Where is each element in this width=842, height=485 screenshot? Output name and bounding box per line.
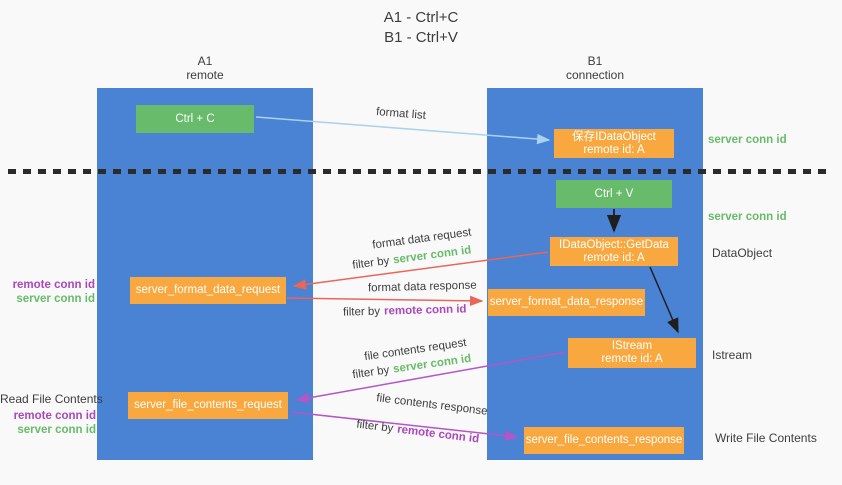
diagram-title: A1 - Ctrl+C B1 - Ctrl+V (321, 8, 521, 48)
save-dataobject-line2: remote id: A (583, 143, 645, 156)
server-format-data-request-box: server_format_data_request (130, 277, 286, 304)
right-server-conn-id-1: server conn id (708, 134, 787, 146)
left-column-name: A1 (197, 54, 213, 68)
title-line-2: B1 - Ctrl+V (384, 29, 458, 46)
right-column-role: connection (565, 68, 625, 82)
arrow-format-data-response (286, 295, 484, 307)
right-write-file-contents-label: Write File Contents (715, 431, 817, 445)
istream-line1: IStream (611, 340, 653, 352)
server-format-data-request-label: server_format_data_request (135, 284, 281, 296)
right-istream-label: Istream (712, 348, 753, 362)
left-read-file-contents-label: Read File Contents (0, 392, 103, 406)
right-column-name: B1 (587, 54, 603, 68)
getdata-box: IDataObject::GetData remote id: A (550, 237, 678, 266)
left-conn-id-pair-1: remote conn id server conn id (0, 278, 95, 306)
save-dataobject-line1: 保存IDataObject (572, 130, 656, 143)
divider-dashed-line (8, 169, 828, 174)
ctrl-v-box: Ctrl + V (556, 180, 672, 208)
right-column-header: B1 connection (487, 54, 703, 82)
server-file-contents-response-label: server_file_contents_response (525, 434, 683, 446)
format-list-label: format list (375, 106, 427, 122)
ctrl-v-label: Ctrl + V (594, 187, 634, 200)
getdata-line1: IDataObject::GetData (559, 238, 669, 251)
filter-prefix: filter by (342, 305, 381, 319)
filter-key-remote-conn-id: remote conn id (396, 423, 480, 446)
left-column-header: A1 remote (97, 54, 313, 82)
filter-key-server-conn-id: server conn id (392, 244, 472, 267)
left-server-conn-id-2: server conn id (17, 424, 96, 436)
ctrl-c-box: Ctrl + C (136, 105, 254, 133)
server-format-data-response-box: server_format_data_response (488, 289, 645, 316)
getdata-line2: remote id: A (583, 251, 645, 264)
format-data-response-label: format data response (367, 279, 477, 295)
istream-box: IStream remote id: A (568, 338, 696, 368)
right-dataobject-label: DataObject (712, 246, 773, 260)
title-line-1: A1 - Ctrl+C (383, 9, 459, 26)
server-file-contents-request-box: server_file_contents_request (128, 392, 288, 419)
left-server-conn-id-1: server conn id (16, 293, 95, 305)
left-remote-conn-id-2: remote conn id (13, 410, 96, 422)
istream-line2: remote id: A (601, 353, 663, 365)
file-contents-response-label: file contents response (375, 392, 489, 418)
right-server-conn-id-2: server conn id (708, 211, 787, 223)
filter-prefix: filter by (351, 364, 391, 382)
server-format-data-response-label: server_format_data_response (489, 296, 644, 308)
filter-prefix: filter by (355, 418, 394, 435)
left-column-role: remote (186, 68, 224, 82)
left-conn-id-pair-2: remote conn id server conn id (0, 409, 96, 437)
save-dataobject-box: 保存IDataObject remote id: A (554, 129, 674, 158)
server-file-contents-request-label: server_file_contents_request (134, 399, 282, 411)
server-file-contents-response-box: server_file_contents_response (524, 427, 684, 454)
filter-key-remote-conn-id: remote conn id (383, 303, 467, 318)
left-remote-conn-id-1: remote conn id (12, 279, 95, 291)
ctrl-c-label: Ctrl + C (175, 112, 215, 125)
filter-prefix: filter by (351, 255, 391, 272)
